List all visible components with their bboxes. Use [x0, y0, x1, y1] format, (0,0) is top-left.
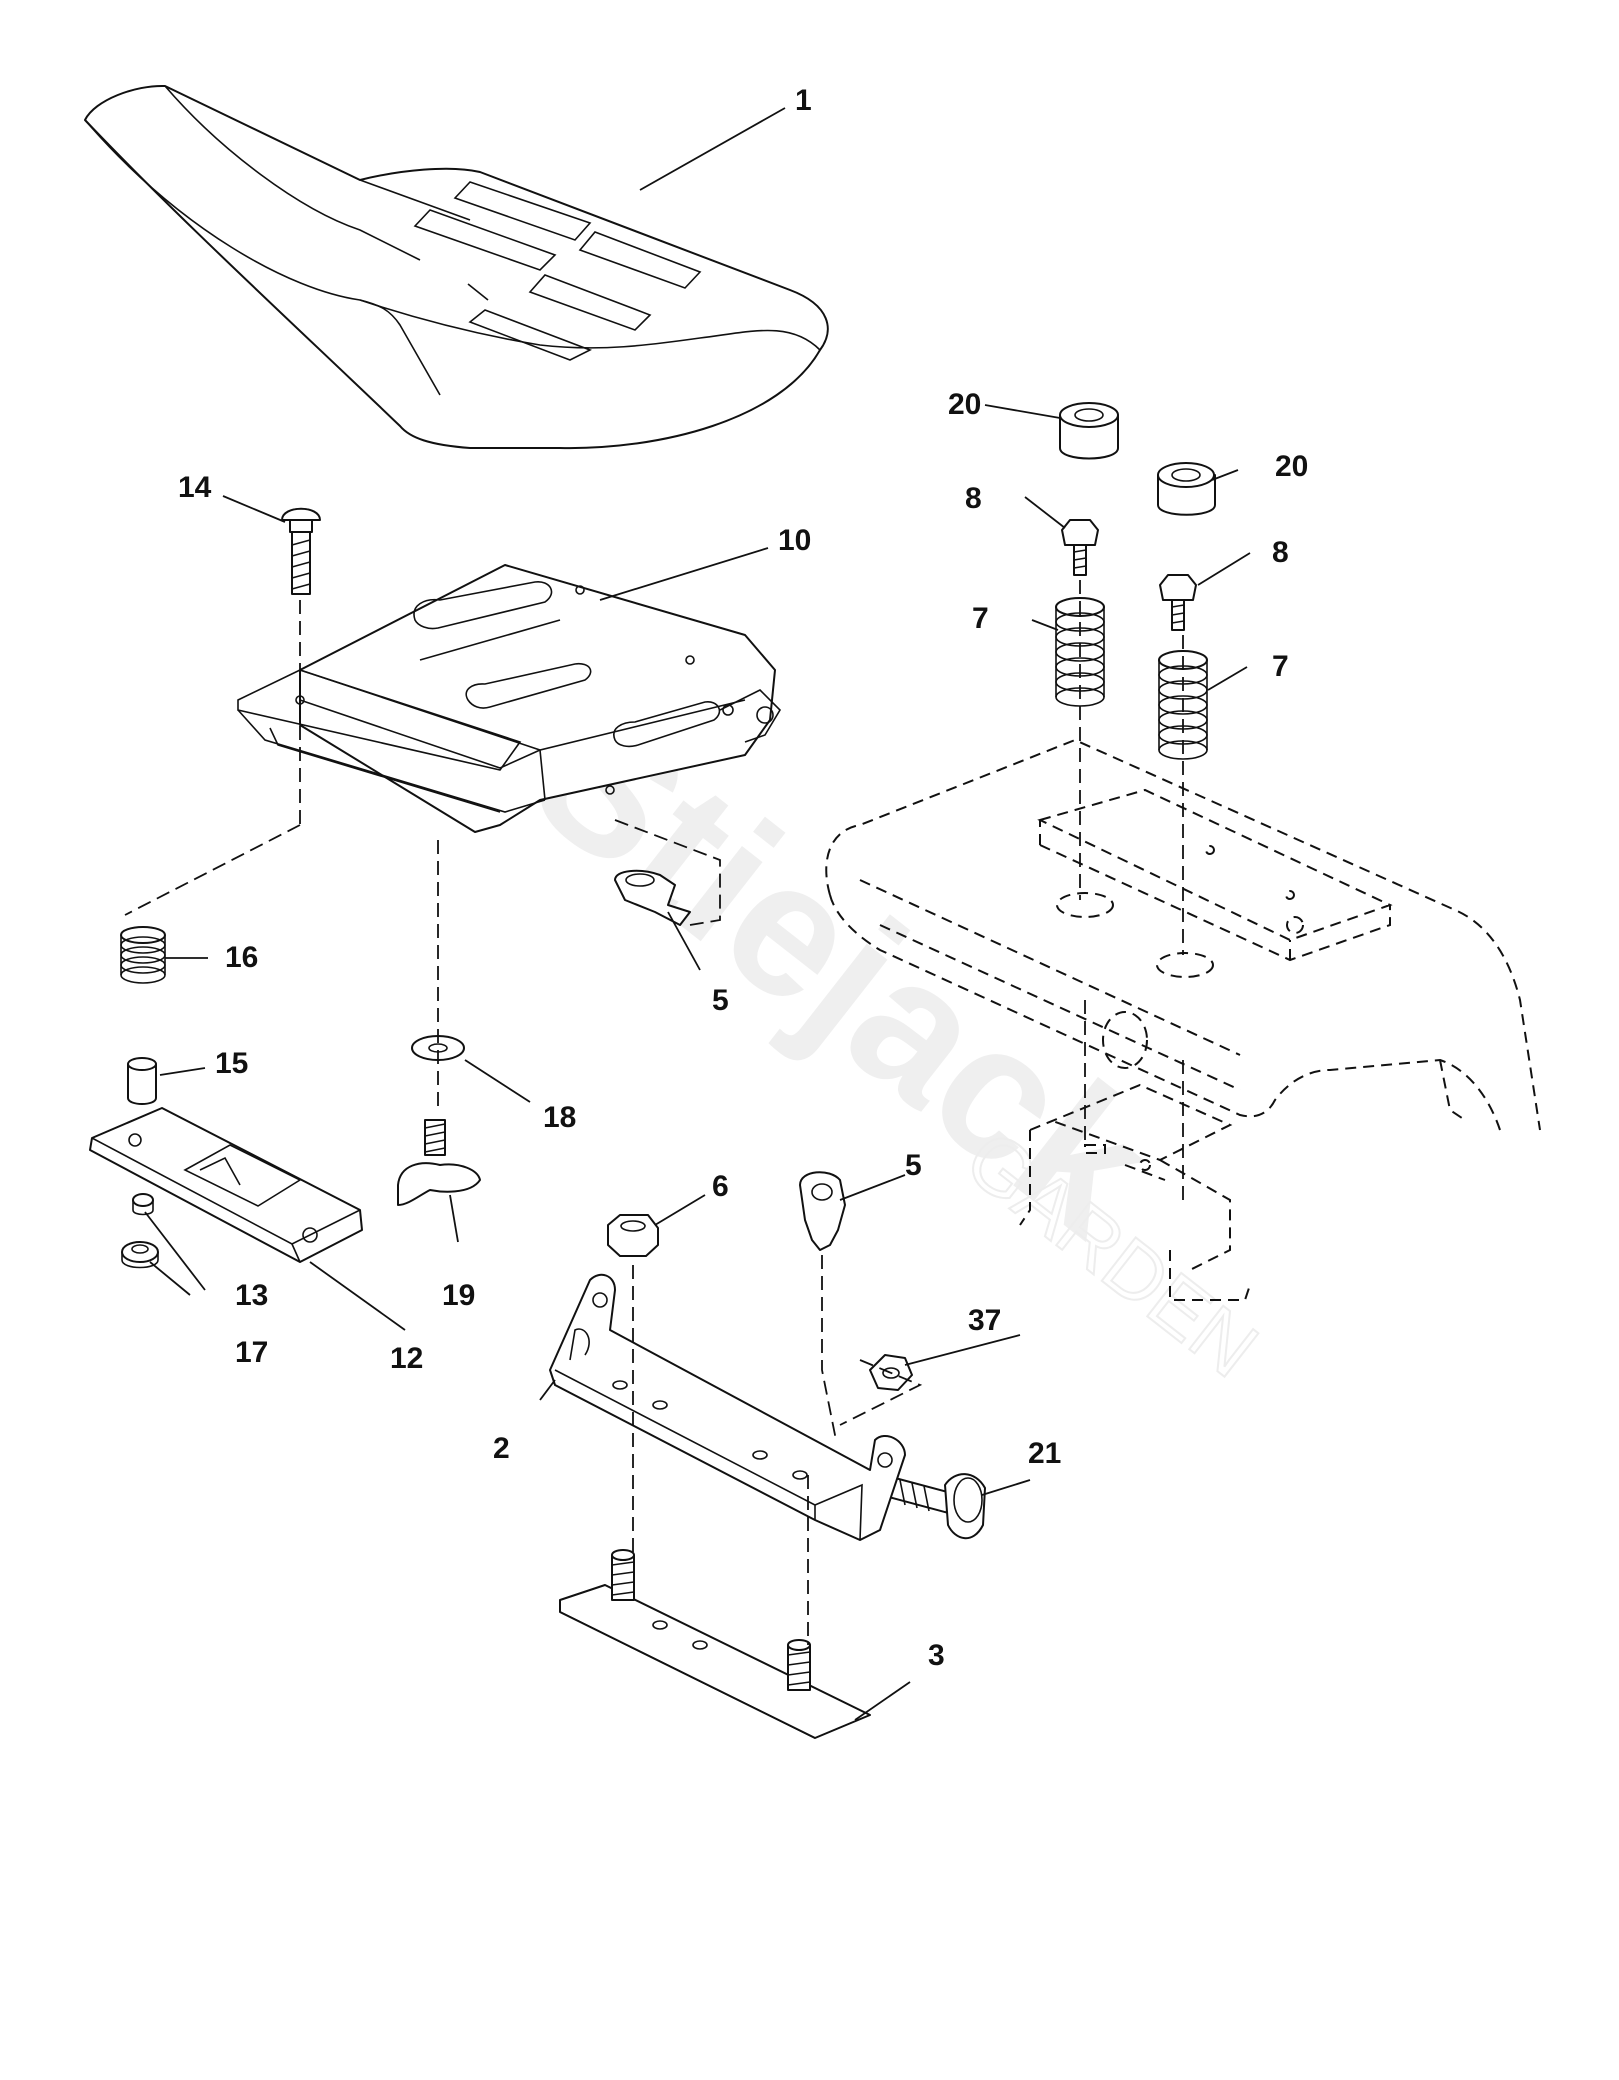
- callout-20-right: 20: [1275, 450, 1308, 483]
- callout-17: 17: [235, 1336, 268, 1369]
- callout-7-right: 7: [1272, 650, 1289, 683]
- callout-15: 15: [215, 1047, 248, 1080]
- callout-10: 10: [778, 524, 811, 557]
- spring-16-part: [120, 926, 166, 984]
- spacer-20-left-part: [1059, 402, 1119, 460]
- spacer-20-right-part: [1157, 462, 1216, 516]
- callout-13: 13: [235, 1279, 268, 1312]
- callout-6: 6: [712, 1170, 729, 1203]
- callout-14: 14: [178, 471, 212, 504]
- callout-2: 2: [493, 1432, 510, 1465]
- hinge-bracket-2-part: [549, 1273, 906, 1541]
- callout-5-lower: 5: [905, 1149, 922, 1182]
- callout-21: 21: [1028, 1437, 1061, 1470]
- clip-5-lower-part: [799, 1171, 846, 1251]
- callout-20-left: 20: [948, 388, 981, 421]
- fender-outline: [825, 738, 1541, 1301]
- callout-8-left: 8: [965, 482, 982, 515]
- callouts: 1 2 3 5 5 6 7 7 8 8 10 12 13 14 15 16 17…: [178, 84, 1308, 1672]
- callout-12: 12: [390, 1342, 423, 1375]
- seat-pan-part: [237, 564, 782, 833]
- clip-5-upper-part: [614, 869, 691, 926]
- callout-37: 37: [968, 1304, 1001, 1337]
- nut-6-part: [607, 1214, 659, 1257]
- leader-lines: [144, 107, 1251, 1721]
- callout-19: 19: [442, 1279, 475, 1312]
- flange-nut-17-part: [121, 1241, 159, 1269]
- bushing-15-part: [127, 1057, 157, 1105]
- callout-16: 16: [225, 941, 258, 974]
- knob-19-part: [397, 1119, 481, 1206]
- callout-1: 1: [795, 84, 812, 117]
- bolt-21-part: [889, 1473, 986, 1540]
- bracket-12-part: [89, 1107, 363, 1263]
- carriage-bolt-part: [281, 507, 321, 595]
- nut-13-part: [132, 1193, 154, 1216]
- callout-5-upper: 5: [712, 984, 729, 1017]
- assembly-lines: [124, 580, 1184, 1645]
- stud-plate-3-part: [559, 1549, 871, 1739]
- callout-8-right: 8: [1272, 536, 1289, 569]
- screw-8-right-part: [1159, 574, 1197, 631]
- callout-18: 18: [543, 1101, 576, 1134]
- screw-8-left-part: [1061, 519, 1099, 576]
- seat-part: [84, 84, 829, 450]
- callout-3: 3: [928, 1639, 945, 1672]
- callout-7-left: 7: [972, 602, 989, 635]
